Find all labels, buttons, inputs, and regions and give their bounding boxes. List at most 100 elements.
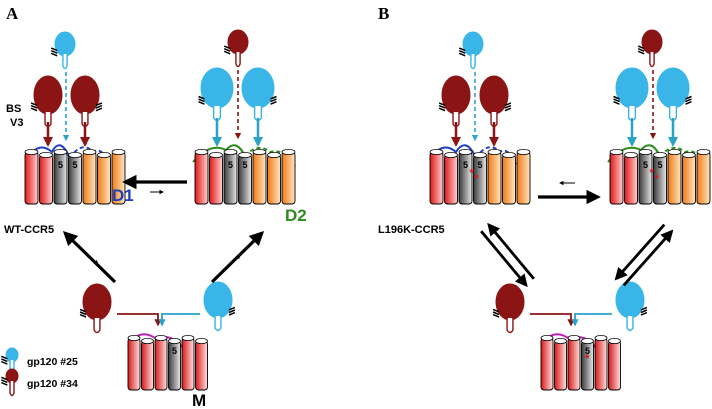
gp120-25-free <box>203 281 236 332</box>
tm-helix <box>667 151 682 205</box>
tm-helix <box>540 337 554 391</box>
gp120-head <box>479 75 509 115</box>
v3-loop <box>626 316 634 332</box>
gp120-34-bound-left-b <box>438 75 471 128</box>
helix-top <box>594 334 608 341</box>
helix-top <box>39 151 53 158</box>
v3-loop <box>506 318 514 334</box>
binding-site-mark <box>438 102 446 107</box>
gp120-head <box>241 67 275 109</box>
gp120-25-soluble <box>50 31 76 70</box>
binding-site-mark <box>223 48 231 52</box>
binding-site-mark <box>492 313 500 318</box>
binding-path-blue <box>158 313 200 327</box>
helix-top <box>682 151 696 158</box>
equilibrium-m-d2-b <box>614 223 674 287</box>
equilibrium-arrow-back <box>614 223 666 281</box>
helix-top <box>458 148 473 155</box>
legend-gp120-34-icon <box>1 368 19 397</box>
binding-site-mark <box>95 107 103 112</box>
helix-top <box>281 148 296 155</box>
binding-site-mark <box>492 308 500 313</box>
binding-site-mark <box>270 98 277 103</box>
helix-top <box>111 148 126 155</box>
tm-helix <box>608 340 621 391</box>
tm-helix <box>281 151 296 205</box>
variant-wt-label: WT-CCR5 <box>4 224 54 236</box>
gp120-34-free-b <box>492 283 525 334</box>
binding-path-blue-b <box>571 313 612 327</box>
helix-top <box>82 148 97 155</box>
helix-top <box>567 334 581 341</box>
v3-loop <box>235 52 241 68</box>
panel-a-letter: A <box>6 4 19 23</box>
gp120-34-soluble-b <box>637 29 663 68</box>
gp120-34-free <box>79 283 112 334</box>
binding-site-mark <box>1 376 8 381</box>
gp120-head <box>5 347 19 363</box>
helix-top <box>473 151 487 158</box>
mutation-marker: * <box>475 173 480 185</box>
gp120-head <box>5 368 19 384</box>
v3-loop <box>93 318 101 334</box>
tm-helix <box>429 151 444 205</box>
equilibrium-arrow-d2-to-m <box>235 245 251 260</box>
helix-top <box>609 148 624 155</box>
tm-helix <box>487 151 502 205</box>
gp120-head <box>200 67 234 109</box>
binding-site-mark <box>79 313 87 318</box>
gp120-25-bound-left <box>198 67 234 122</box>
binding-site-mark <box>50 50 58 54</box>
helix-5-label: 5 <box>58 160 63 170</box>
variant-l196k-label: L196K-CCR5 <box>378 224 445 236</box>
gp120-34-bound-right-b <box>479 75 512 128</box>
helix-5-label: 5 <box>73 160 78 170</box>
helix-5-label: 5 <box>478 160 483 170</box>
binding-path-red <box>117 313 162 327</box>
tm-helix <box>682 154 696 205</box>
binding-site-mark <box>228 311 236 316</box>
gp120-head <box>203 281 233 319</box>
helix-top <box>195 337 208 344</box>
gp120-head <box>33 75 63 115</box>
binding-site-mark <box>637 50 645 55</box>
binding-site-mark <box>198 95 205 100</box>
helix-top <box>194 148 209 155</box>
binding-site-mark <box>30 107 38 112</box>
binding-site-mark <box>95 102 103 107</box>
helix-top <box>141 337 154 344</box>
binding-site-mark <box>438 104 446 109</box>
tm-helix <box>97 154 111 205</box>
equilibrium-m-d1-b <box>480 222 535 288</box>
mutation-marker: * <box>585 353 590 365</box>
ecl-loop-d2-dashed-b <box>659 146 709 169</box>
binding-site-mark <box>438 107 446 112</box>
binding-site-mark <box>30 102 38 107</box>
binding-site-mark <box>504 107 512 112</box>
tm-helix <box>209 154 223 205</box>
tm-helix <box>516 151 531 205</box>
bs-label: BS <box>6 103 21 115</box>
equilibrium-arrow-forward <box>622 229 674 287</box>
binding-site-mark <box>613 101 620 105</box>
tm-helix <box>502 154 516 205</box>
helix-top <box>168 337 181 344</box>
ccr5-receptor-m: 5 <box>127 334 208 391</box>
binding-site-mark <box>228 309 236 314</box>
gp120-head <box>615 281 645 319</box>
gp120-head <box>656 67 690 109</box>
binding-site-mark <box>30 104 38 109</box>
tm-helix <box>444 154 458 205</box>
equilibrium-arrow-d1-to-m <box>81 249 99 265</box>
v3-loop <box>649 52 655 68</box>
equilibrium-arrow-forward <box>487 222 535 280</box>
gp120-34-soluble <box>223 29 249 68</box>
gp120-head <box>462 31 484 57</box>
tm-helix <box>195 340 208 391</box>
gp120-head <box>82 283 112 321</box>
helix-top <box>653 151 667 158</box>
equilibrium-arrow-back <box>480 230 528 288</box>
tm-helix <box>594 337 608 391</box>
